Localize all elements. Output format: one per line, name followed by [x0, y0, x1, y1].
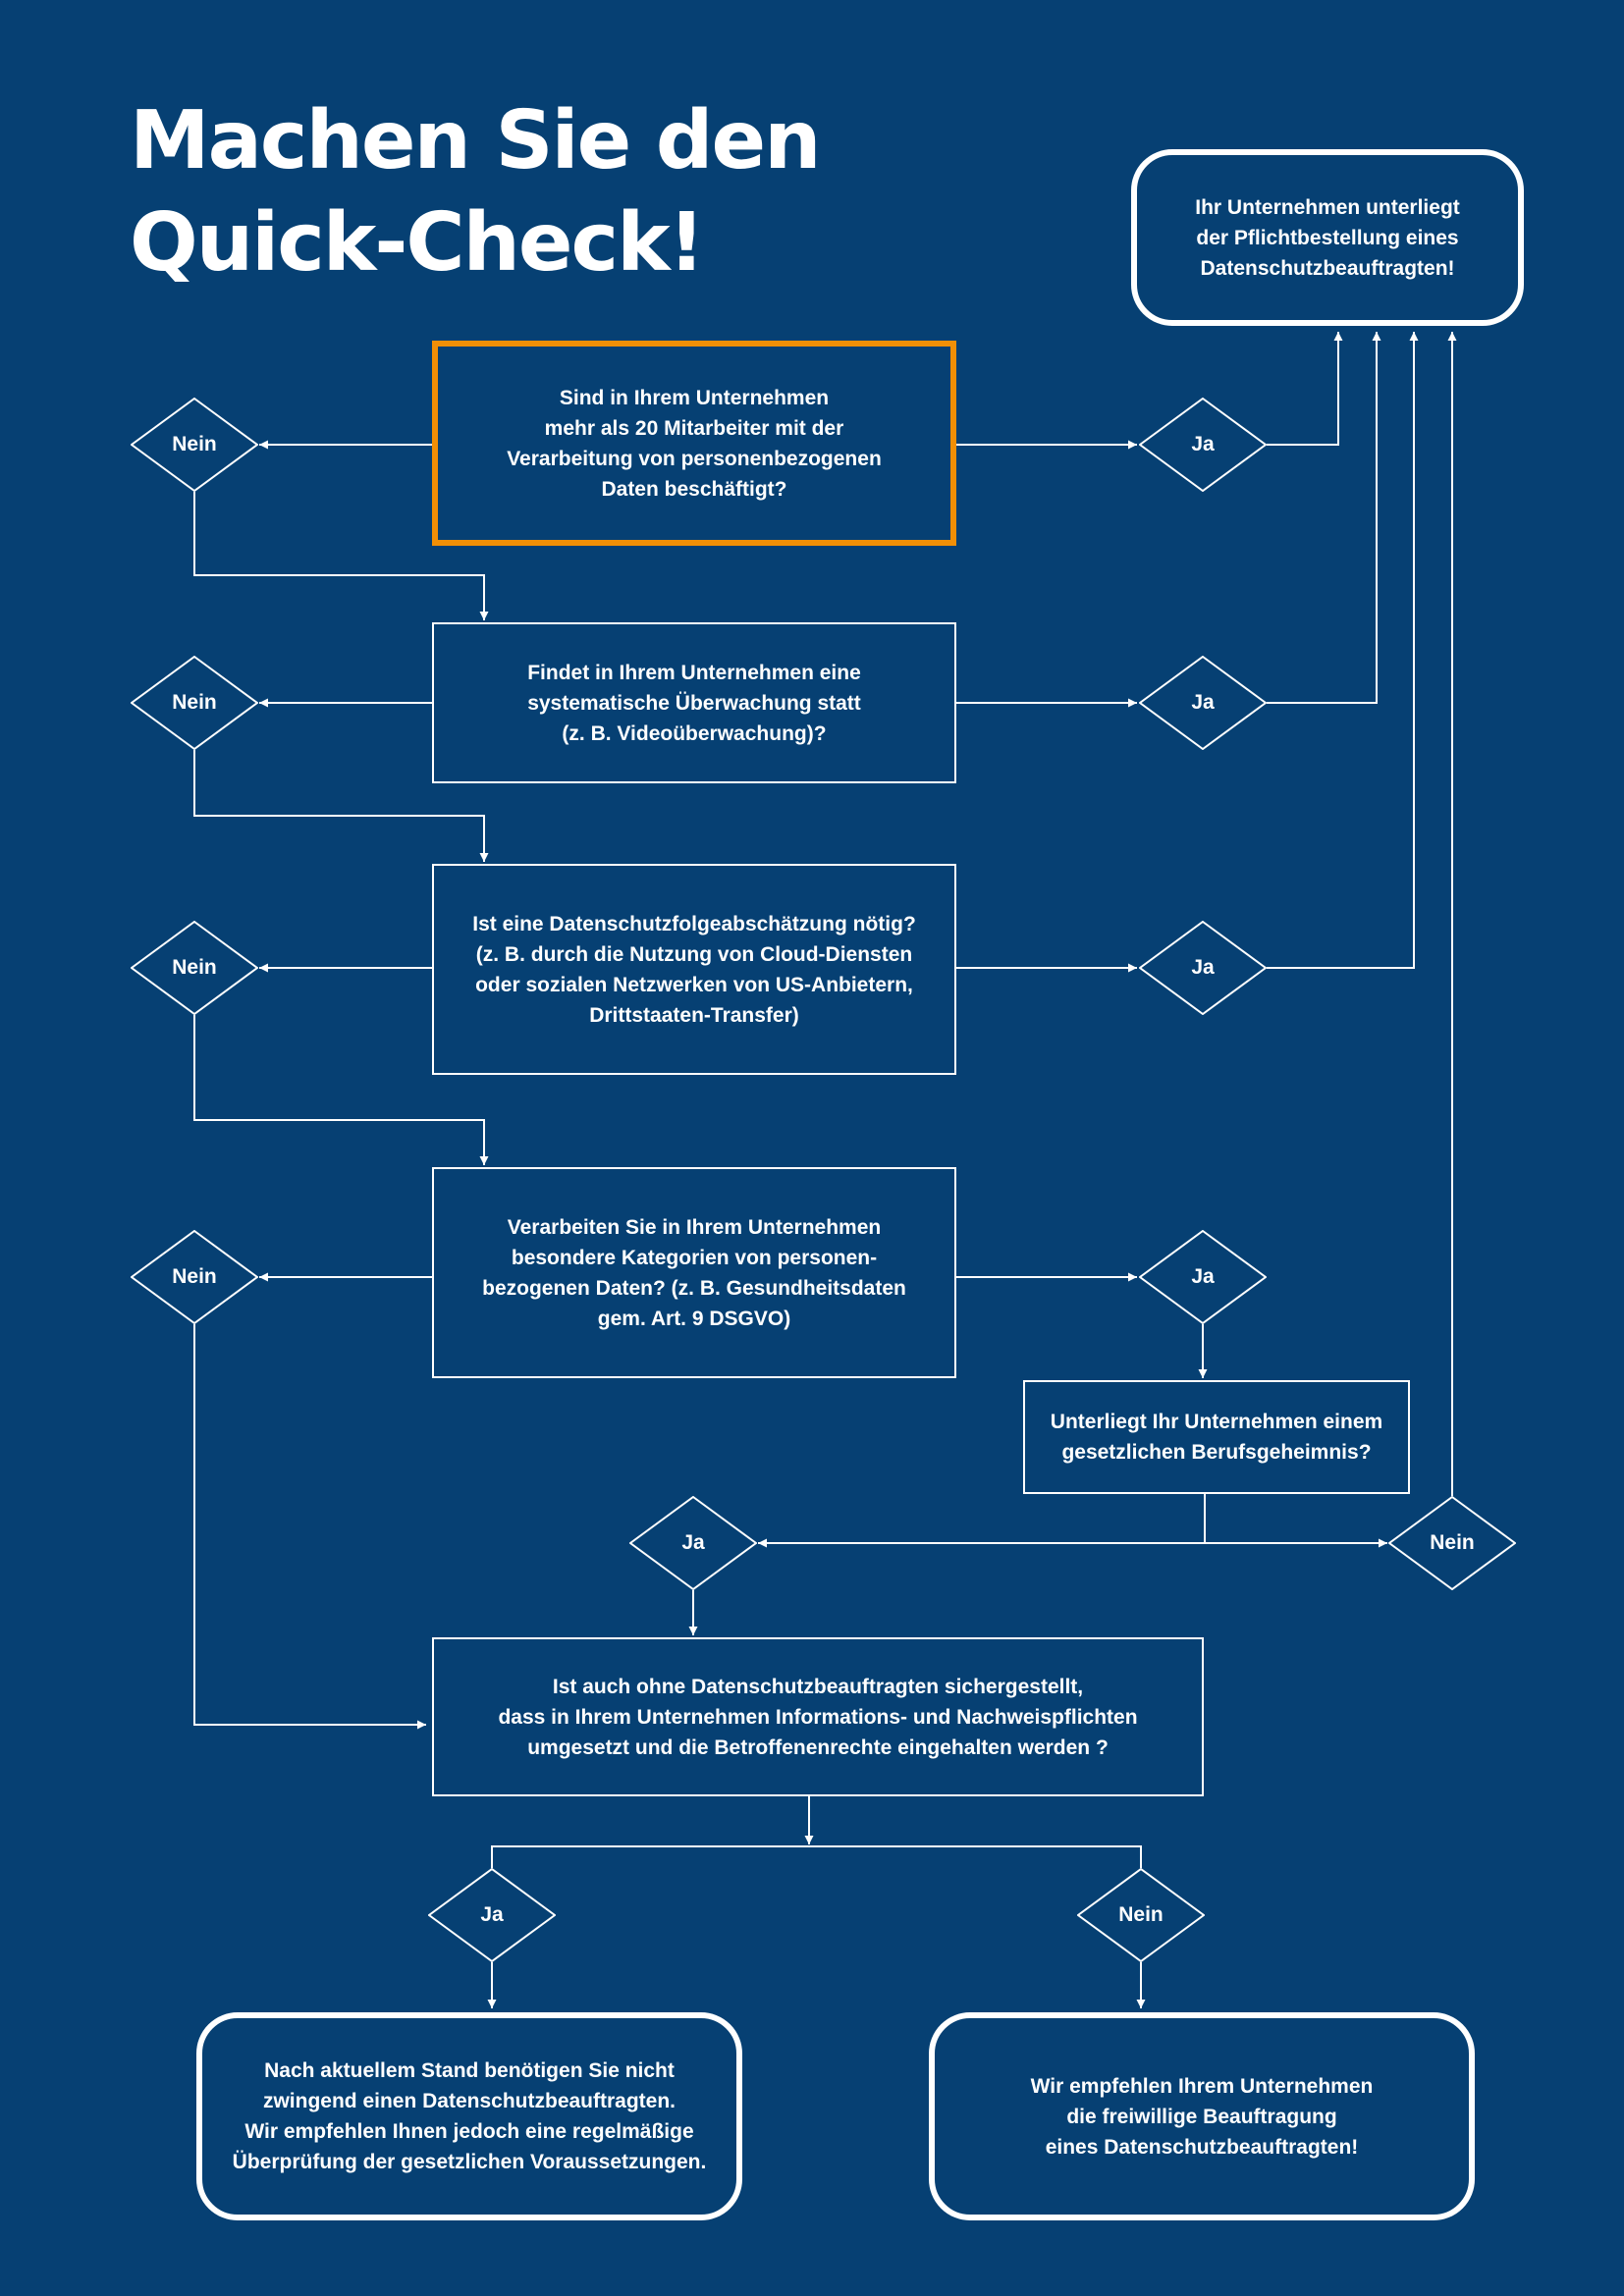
decision-yes-1-label: Ja: [1191, 433, 1215, 455]
decision-no-2: Nein: [131, 656, 258, 750]
decision-yes-1: Ja: [1139, 398, 1267, 492]
result-recommend-voluntary-dpo-text: Wir empfehlen Ihrem Unternehmen die frei…: [1030, 2074, 1374, 2159]
no3-to-q4-arrow: [193, 1015, 489, 1165]
question-professional-secrecy-text: Unterliegt Ihr Unternehmen einem gesetzl…: [1050, 1411, 1383, 1464]
question-obligations-ensured: Ist auch ohne Datenschutzbeauftragten si…: [432, 1637, 1204, 1796]
question-obligations-ensured-text: Ist auch ohne Datenschutzbeauftragten si…: [498, 1675, 1138, 1759]
question-professional-secrecy: Unterliegt Ihr Unternehmen einem gesetzl…: [1023, 1380, 1410, 1494]
page-title: Machen Sie den Quick-Check!: [130, 90, 821, 294]
no4-to-q6-arrow: [193, 1324, 426, 1730]
question-special-categories: Verarbeiten Sie in Ihrem Unternehmen bes…: [432, 1167, 956, 1378]
question-employees: Sind in Ihrem Unternehmen mehr als 20 Mi…: [432, 341, 956, 546]
decision-no-5: Nein: [1388, 1496, 1516, 1590]
yes2-to-result-arrow: [1267, 332, 1381, 704]
decision-no-3: Nein: [131, 921, 258, 1015]
result-no-dpo-required-text: Nach aktuellem Stand benötigen Sie nicht…: [232, 2059, 707, 2173]
decision-yes-3: Ja: [1139, 921, 1267, 1015]
question-employees-text: Sind in Ihrem Unternehmen mehr als 20 Mi…: [507, 386, 882, 501]
decision-yes-5-label: Ja: [681, 1531, 705, 1554]
decision-yes-6: Ja: [428, 1868, 556, 1962]
question-surveillance: Findet in Ihrem Unternehmen eine systema…: [432, 622, 956, 783]
result-mandatory-dpo: Ihr Unternehmen unterliegt der Pflichtbe…: [1131, 149, 1524, 326]
decision-yes-6-label: Ja: [480, 1903, 504, 1926]
decision-no-1-label: Nein: [172, 433, 217, 455]
decision-no-4-label: Nein: [172, 1265, 217, 1288]
q6-split-line: [491, 1845, 1142, 1868]
decision-yes-4: Ja: [1139, 1230, 1267, 1324]
question-dpia-text: Ist eine Datenschutzfolgeabschätzung nöt…: [472, 912, 916, 1027]
result-no-dpo-required: Nach aktuellem Stand benötigen Sie nicht…: [196, 2012, 742, 2220]
decision-no-2-label: Nein: [172, 691, 217, 714]
decision-yes-5: Ja: [629, 1496, 757, 1590]
title-line-2: Quick-Check!: [130, 196, 705, 290]
decision-no-6-label: Nein: [1118, 1903, 1164, 1926]
decision-no-1: Nein: [131, 398, 258, 492]
title-line-1: Machen Sie den: [130, 94, 821, 187]
no2-to-q3-arrow: [193, 750, 489, 862]
question-surveillance-text: Findet in Ihrem Unternehmen eine systema…: [527, 661, 861, 745]
decision-no-5-label: Nein: [1430, 1531, 1475, 1554]
yes3-to-result-arrow: [1267, 332, 1419, 969]
no1-to-q2-arrow: [193, 492, 489, 620]
yes1-to-result-arrow: [1267, 332, 1343, 446]
decision-no-4: Nein: [131, 1230, 258, 1324]
decision-yes-2: Ja: [1139, 656, 1267, 750]
decision-yes-4-label: Ja: [1191, 1265, 1215, 1288]
question-special-categories-text: Verarbeiten Sie in Ihrem Unternehmen bes…: [482, 1215, 906, 1330]
result-mandatory-dpo-text: Ihr Unternehmen unterliegt der Pflichtbe…: [1195, 195, 1460, 280]
question-dpia: Ist eine Datenschutzfolgeabschätzung nöt…: [432, 864, 956, 1075]
decision-yes-3-label: Ja: [1191, 956, 1215, 979]
decision-no-3-label: Nein: [172, 956, 217, 979]
decision-yes-2-label: Ja: [1191, 691, 1215, 714]
result-recommend-voluntary-dpo: Wir empfehlen Ihrem Unternehmen die frei…: [929, 2012, 1475, 2220]
decision-no-6: Nein: [1077, 1868, 1205, 1962]
